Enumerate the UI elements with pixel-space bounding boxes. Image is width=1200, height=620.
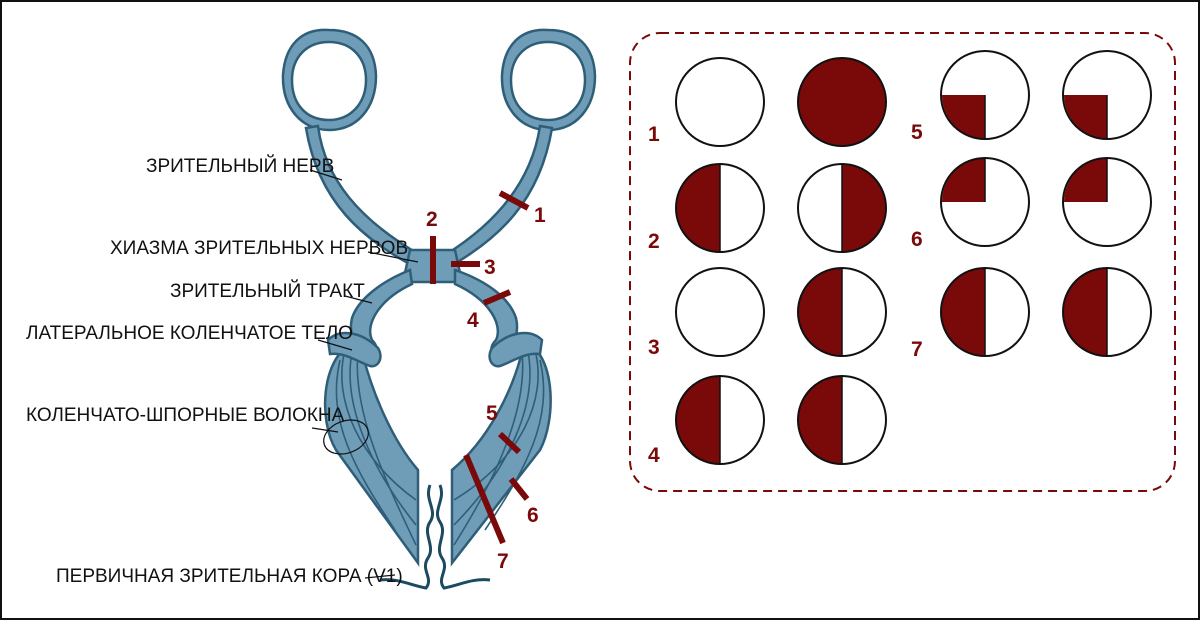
leader-lines [309, 169, 419, 579]
field-number-5: 5 [911, 121, 923, 144]
lesion-5-bar [497, 431, 522, 455]
field-3-left-eye [675, 267, 765, 357]
field-6-right-eye [1062, 157, 1152, 247]
visual-field-grid: 1 2 3 4 5 6 7 [648, 50, 1152, 467]
field-number-4: 4 [648, 444, 660, 467]
lesion-number-1: 1 [534, 204, 546, 227]
visual-field-panel [629, 32, 1176, 492]
right-optic-nerve [437, 124, 554, 275]
field-7-left-eye [940, 267, 1030, 357]
field-number-2: 2 [648, 230, 660, 253]
field-2-right-eye [797, 163, 887, 253]
lesion-number-4: 4 [467, 309, 479, 332]
lesion-4-bar [482, 289, 512, 306]
lesion-number-2: 2 [426, 208, 438, 231]
field-number-1: 1 [648, 123, 660, 146]
optic-pathway [281, 28, 597, 590]
field-6-left-eye [940, 157, 1030, 247]
lesion-number-3: 3 [484, 256, 496, 279]
left-eye [281, 28, 378, 132]
label-optic-radiations: КОЛЕНЧАТО-ШПОРНЫЕ ВОЛОКНА [26, 405, 345, 426]
field-7-right-eye [1062, 267, 1152, 357]
lesion-number-5: 5 [486, 402, 498, 425]
lesion-7-bar [463, 453, 506, 545]
field-number-7: 7 [911, 338, 923, 361]
lesion-numbers: 1 2 3 4 5 6 7 [426, 204, 546, 573]
field-1-right-eye [797, 57, 887, 147]
field-5-right-eye [1062, 50, 1152, 140]
lesion-1-bar [498, 190, 530, 211]
label-lgn: ЛАТЕРАЛЬНОЕ КОЛЕНЧАТОЕ ТЕЛО [26, 323, 353, 344]
field-3-right-eye [797, 267, 887, 357]
label-v1: ПЕРВИЧНАЯ ЗРИТЕЛЬНАЯ КОРА (V1) [56, 566, 403, 587]
lesion-6-bar [508, 477, 530, 501]
left-lgn [326, 331, 382, 368]
right-optic-radiation [450, 343, 552, 567]
label-chiasm: ХИАЗМА ЗРИТЕЛЬНЫХ НЕРВОВ [110, 238, 408, 259]
field-number-3: 3 [648, 336, 660, 359]
label-optic-nerve: ЗРИТЕЛЬНЫЙ НЕРВ [146, 155, 334, 177]
optic-radiations [323, 343, 552, 567]
right-lgn [488, 331, 544, 368]
field-4-left-eye [675, 375, 765, 465]
field-number-6: 6 [911, 228, 923, 251]
lesion-markers [430, 190, 530, 545]
lesion-number-7: 7 [497, 550, 509, 573]
label-optic-tract: ЗРИТЕЛЬНЫЙ ТРАКТ [170, 280, 365, 302]
structure-labels: ЗРИТЕЛЬНЫЙ НЕРВ ХИАЗМА ЗРИТЕЛЬНЫХ НЕРВОВ… [26, 155, 408, 587]
field-4-right-eye [797, 375, 887, 465]
right-eye [500, 28, 597, 132]
left-visual-cortex [379, 484, 435, 590]
right-visual-cortex [435, 484, 491, 590]
field-5-left-eye [940, 50, 1030, 140]
field-2-left-eye [675, 163, 765, 253]
field-1-left-eye [675, 57, 765, 147]
lesion-number-6: 6 [527, 504, 539, 527]
